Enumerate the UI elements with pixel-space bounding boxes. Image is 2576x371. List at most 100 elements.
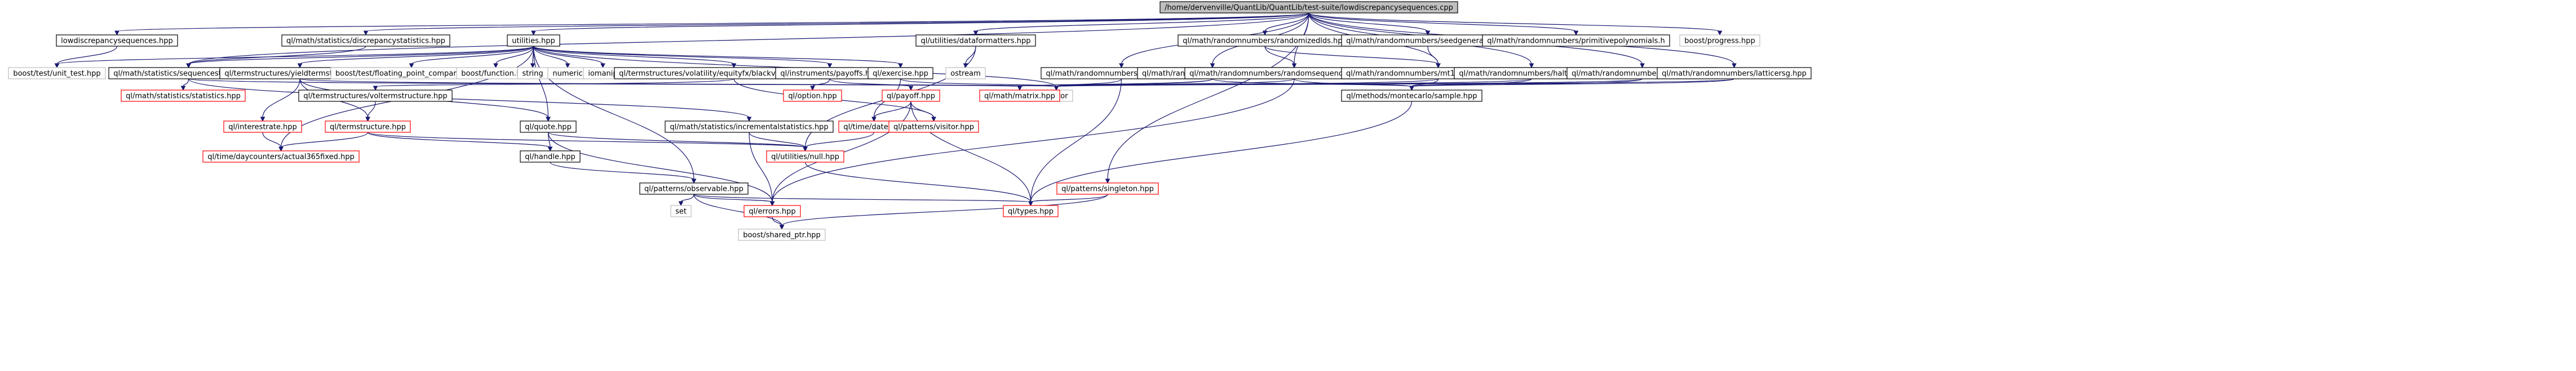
edge-line (533, 46, 830, 65)
node-voltermstr[interactable]: ql/termstructures/voltermstructure.hpp (298, 90, 453, 102)
node-label: ql/math/statistics/statistics.hpp (126, 92, 241, 101)
edge-root-to-lds_hpp (114, 12, 1309, 36)
node-matrix[interactable]: ql/math/matrix.hpp (979, 90, 1060, 102)
node-utest: boost/test/unit_test.hpp (8, 67, 106, 79)
edge-utilities-to-bfunc (493, 46, 534, 69)
edge-arrowhead-icon (1732, 63, 1737, 69)
edge-arrowhead-icon (1028, 201, 1033, 207)
edge-arrowhead-icon (546, 117, 551, 122)
node-exercise[interactable]: ql/exercise.hpp (867, 67, 933, 79)
node-payoffs[interactable]: ql/instruments/payoffs.hpp (775, 67, 884, 79)
node-stats[interactable]: ql/math/statistics/statistics.hpp (121, 90, 246, 102)
edge-arrowhead-icon (600, 63, 605, 69)
node-box (766, 150, 844, 163)
edge-line (56, 46, 534, 65)
node-types[interactable]: ql/types.hpp (1003, 205, 1059, 217)
node-label: ql/payoff.hpp (887, 92, 935, 101)
edge-arrowhead-icon (1436, 63, 1441, 69)
edge-line (910, 101, 1032, 203)
node-lds_hpp[interactable]: lowdiscrepancysequences.hpp (56, 34, 178, 47)
edge-arrowhead-icon (691, 178, 697, 184)
node-randomizedlds[interactable]: ql/math/randomnumbers/randomizedlds.hpp (1178, 34, 1352, 47)
edge-line (533, 46, 1057, 87)
node-label: ql/math/randomnumbers/latticersg.hpp (1662, 70, 1807, 78)
node-quote[interactable]: ql/quote.hpp (520, 120, 577, 133)
edge-line (873, 101, 911, 118)
edge-singleton-to-types (1028, 194, 1108, 207)
node-payoff[interactable]: ql/payoff.hpp (882, 90, 940, 102)
node-label: ql/patterns/observable.hpp (644, 185, 743, 194)
edge-arrowhead-icon (803, 146, 808, 152)
node-observable[interactable]: ql/patterns/observable.hpp (639, 182, 749, 195)
node-numeric: numeric (547, 67, 588, 79)
node-handle[interactable]: ql/handle.hpp (520, 150, 581, 163)
edge-line (56, 46, 118, 65)
edge-arrowhead-icon (1291, 63, 1297, 69)
node-dataformatters[interactable]: ql/utilities/dataformatters.hpp (915, 34, 1036, 47)
node-discstats[interactable]: ql/math/statistics/discrepancystatistics… (281, 34, 450, 47)
node-primpoly[interactable]: ql/math/randomnumbers/primitivepolynomia… (1482, 34, 1670, 47)
node-label: ql/option.hpp (788, 92, 836, 101)
node-label: boost/shared_ptr.hpp (743, 231, 821, 240)
edge-line (1264, 12, 1309, 32)
edge-arrowhead-icon (731, 63, 737, 69)
node-label: ql/types.hpp (1008, 208, 1054, 216)
edge-latticersg-to-mcsample (1409, 78, 1735, 91)
node-visitor[interactable]: ql/patterns/visitor.hpp (888, 120, 979, 133)
node-box (507, 34, 560, 47)
node-label: numeric (552, 70, 582, 78)
node-interprate[interactable]: ql/interestrate.hpp (223, 120, 302, 133)
edge-arrowhead-icon (1425, 30, 1431, 36)
node-a365[interactable]: ql/time/daycounters/actual365fixed.hpp (202, 150, 360, 163)
node-box (783, 90, 842, 102)
edge-line (1030, 78, 1122, 203)
node-label: iomanip (588, 70, 617, 78)
node-latticersg[interactable]: ql/math/randomnumbers/latticersg.hpp (1657, 67, 1812, 79)
node-label: boost/function.hpp (461, 70, 530, 78)
node-utilities[interactable]: utilities.hpp (507, 34, 560, 47)
node-box (298, 90, 453, 102)
node-mcsample[interactable]: ql/methods/montecarlo/sample.hpp (1341, 90, 1482, 102)
edge-line (411, 46, 534, 65)
node-label: ql/quote.hpp (525, 123, 572, 132)
edge-termstr-to-a365 (278, 132, 369, 152)
node-root[interactable]: /home/dervenville/QuantLib/QuantLib/test… (1159, 1, 1458, 14)
edge-payoff-to-types (910, 101, 1033, 207)
edge-line (1308, 12, 1428, 32)
edge-line (116, 12, 1309, 32)
edge-arrowhead-icon (908, 86, 914, 91)
edge-singleton-to-sharedptr (779, 194, 1108, 230)
edge-arrowhead-icon (363, 30, 369, 36)
edge-line (367, 132, 551, 148)
edge-line (495, 46, 534, 65)
node-termstr[interactable]: ql/termstructure.hpp (325, 120, 411, 133)
node-incstats[interactable]: ql/math/statistics/incrementalstatistics… (665, 120, 834, 133)
node-box (121, 90, 246, 102)
node-option[interactable]: ql/option.hpp (783, 90, 842, 102)
node-label: ql/interestrate.hpp (228, 123, 296, 132)
edge-incstats-to-null (749, 132, 808, 152)
edge-payoffs-to-payoff (829, 78, 914, 91)
node-singleton[interactable]: ql/patterns/singleton.hpp (1056, 182, 1159, 195)
edge-arrowhead-icon (54, 63, 60, 69)
node-null[interactable]: ql/utilities/null.hpp (766, 150, 844, 163)
edge-handle-to-observable (550, 162, 697, 184)
edge-line (900, 78, 1057, 87)
edge-line (188, 78, 750, 118)
edge-line (188, 12, 1309, 65)
node-errors[interactable]: ql/errors.hpp (743, 205, 801, 217)
node-bfunc: boost/function.hpp (456, 67, 535, 79)
node-progress: boost/progress.hpp (1679, 34, 1760, 47)
node-label: ql/errors.hpp (749, 208, 795, 216)
node-fpc: boost/test/floating_point_comparison.hpp (330, 67, 493, 79)
edge-line (804, 132, 875, 148)
node-label: ql/math/randomnumbers/randomizedlds.hpp (1183, 37, 1347, 46)
edge-arrowhead-icon (297, 63, 303, 69)
edge-line (183, 78, 189, 87)
edge-line (1264, 46, 1295, 65)
edge-line (1411, 78, 1532, 87)
edge-line (693, 194, 1032, 203)
node-iomanip: iomanip (583, 67, 623, 79)
edge-line (1056, 78, 1735, 87)
edge-line (280, 132, 369, 148)
